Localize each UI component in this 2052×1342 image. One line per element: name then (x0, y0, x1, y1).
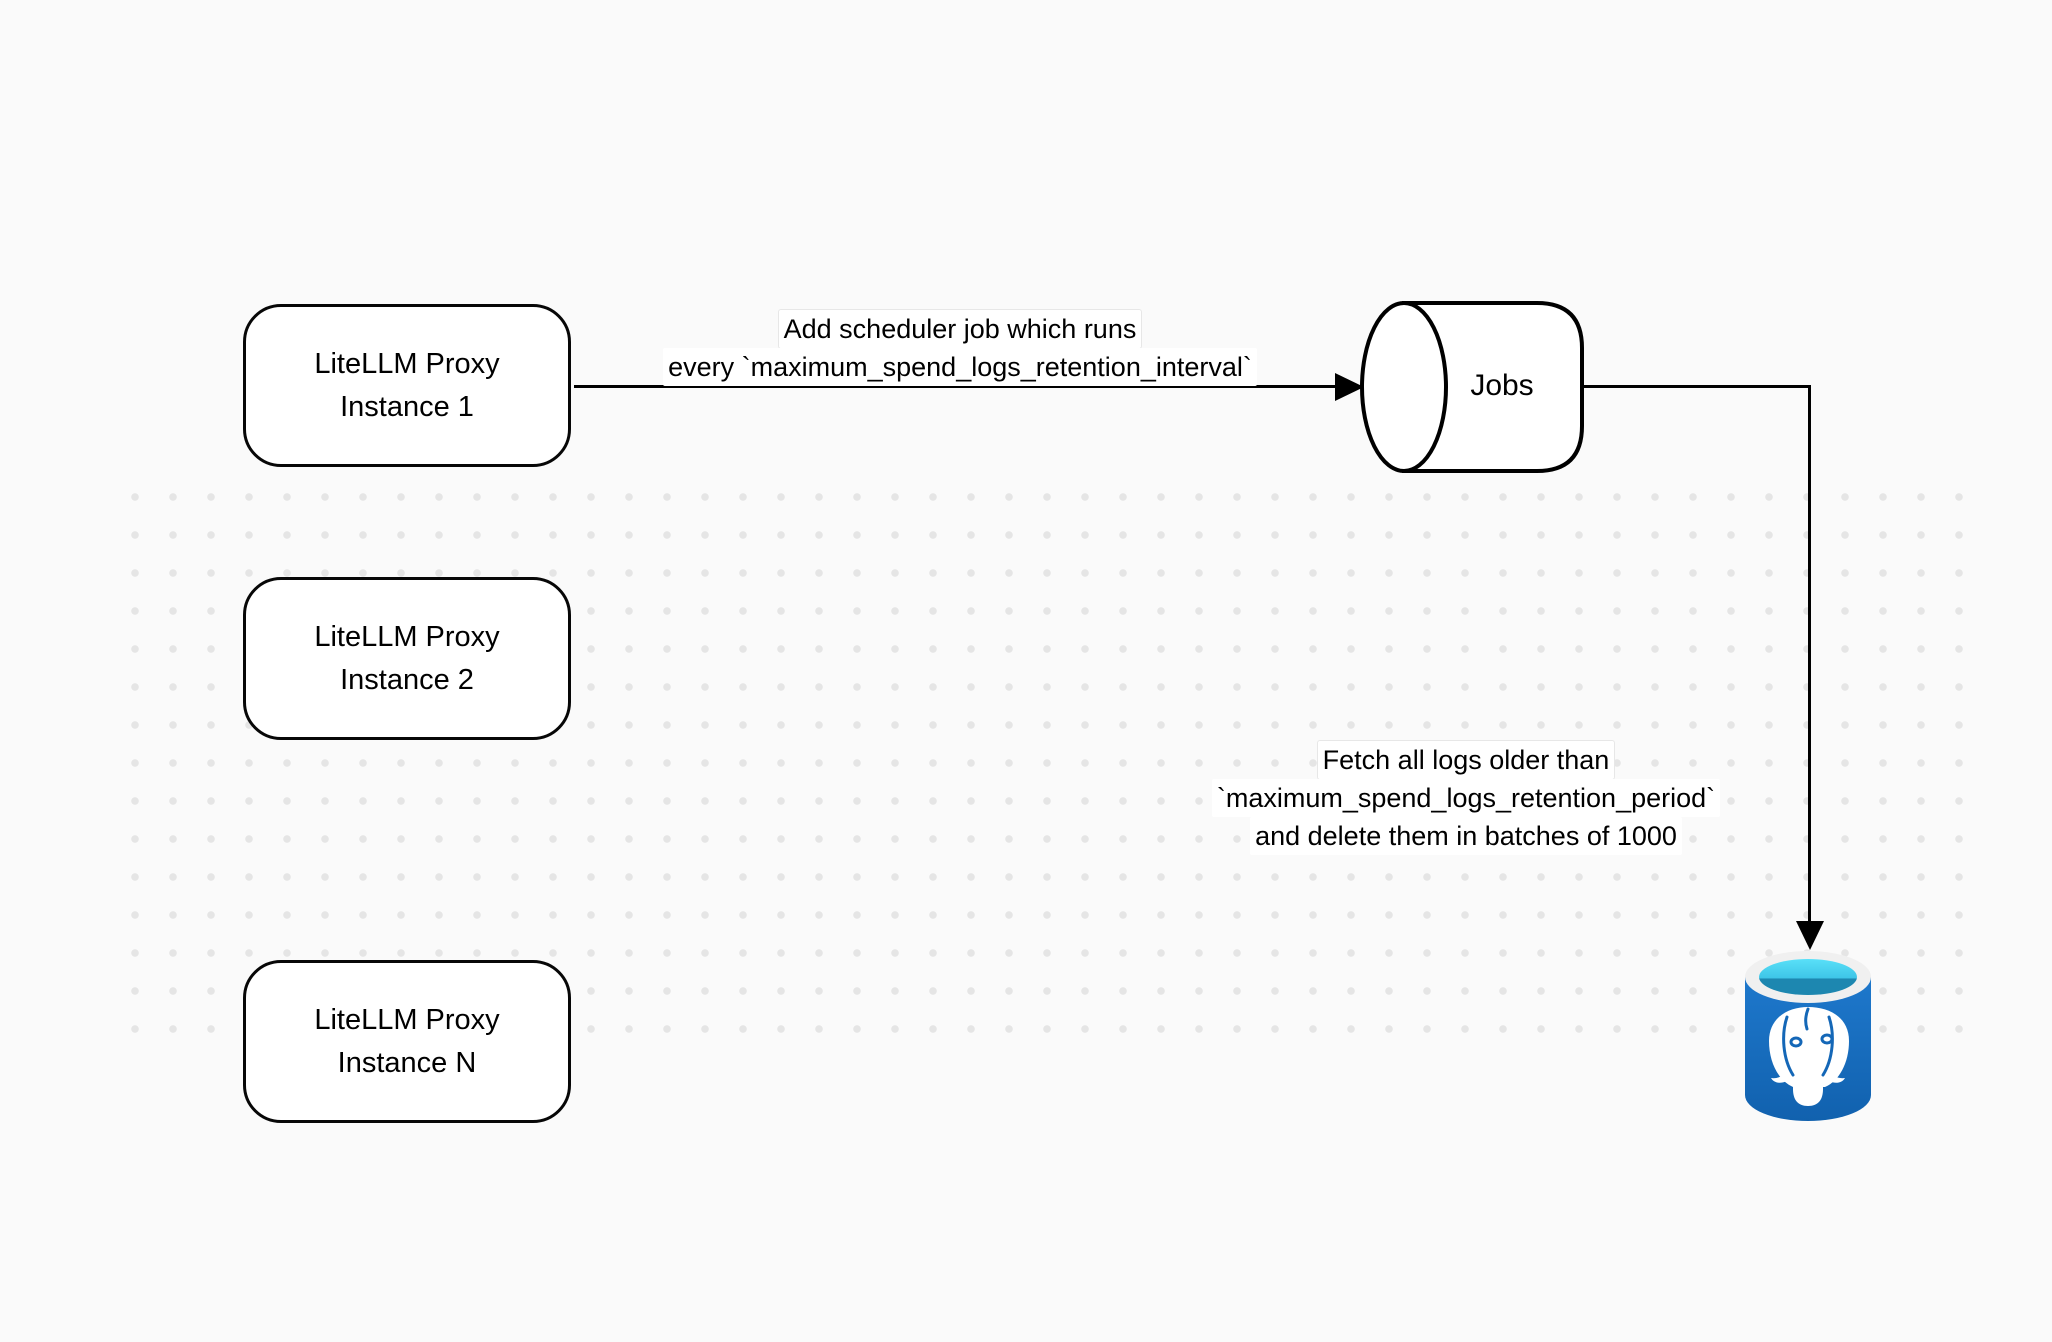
postgresql-icon (1745, 951, 1871, 1121)
node-label-line: LiteLLM Proxy (314, 347, 500, 380)
edge-scheduler-label: Add scheduler job which runs every `maxi… (560, 310, 1360, 386)
node-litellm-proxy-instance-n: LiteLLM Proxy Instance N (243, 960, 571, 1123)
edge-fetch-label: Fetch all logs older than `maximum_spend… (1066, 741, 1866, 855)
node-label-line: LiteLLM Proxy (314, 1003, 500, 1036)
node-label-line: Instance N (337, 1046, 477, 1079)
edge-label-line: Fetch all logs older than (1317, 741, 1615, 779)
postgres-elephant-icon (1769, 1007, 1849, 1106)
edge-fetch-line-horizontal (1582, 385, 1811, 388)
edge-label-line: and delete them in batches of 1000 (1250, 817, 1682, 855)
edge-scheduler-line (574, 385, 1338, 388)
edge-label-line: every `maximum_spend_logs_retention_inte… (663, 348, 1257, 386)
node-litellm-proxy-instance-2: LiteLLM Proxy Instance 2 (243, 577, 571, 740)
node-jobs-label: Jobs (1470, 369, 1534, 402)
node-label-line: Instance 1 (340, 390, 474, 423)
edge-label-line: Add scheduler job which runs (778, 310, 1142, 348)
jobs-queue-cylinder-icon (1360, 301, 1584, 473)
arrowhead-right-icon (1335, 373, 1364, 401)
node-litellm-proxy-instance-1: LiteLLM Proxy Instance 1 (243, 304, 571, 467)
postgres-liquid (1759, 959, 1857, 995)
node-label-line: Instance 2 (340, 663, 474, 696)
edge-label-line: `maximum_spend_logs_retention_period` (1211, 779, 1721, 817)
dot-grid (116, 478, 1978, 1050)
node-label-line: LiteLLM Proxy (314, 620, 500, 653)
arrowhead-down-icon (1796, 921, 1824, 950)
edge-fetch-line-vertical (1808, 385, 1811, 925)
